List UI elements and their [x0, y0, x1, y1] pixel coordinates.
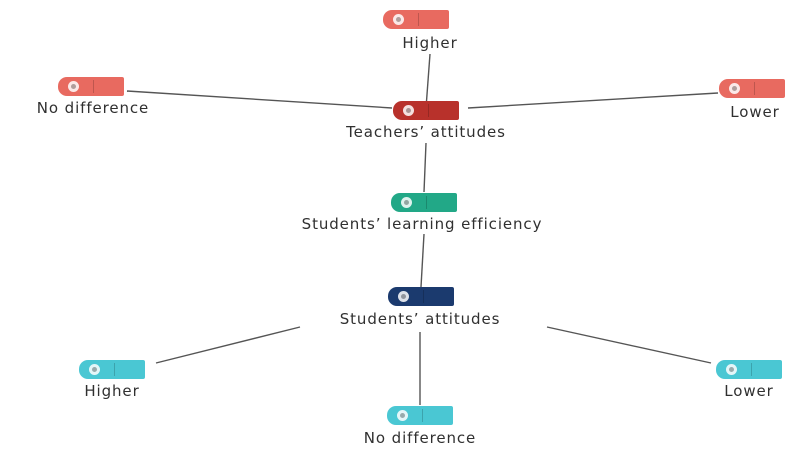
tag-icon: [393, 101, 459, 120]
node-label: No difference: [363, 429, 477, 447]
edge-students-higher: [155, 326, 301, 364]
node-label: Lower: [724, 382, 774, 400]
edge-teachers-lower: [467, 92, 719, 109]
node-label: Higher: [402, 34, 458, 52]
edge-students-lower: [546, 326, 712, 364]
tag-icon: [79, 360, 145, 379]
dot-icon: [726, 364, 737, 375]
tag-icon: [716, 360, 782, 379]
tag-icon: [391, 193, 457, 212]
dot-icon: [403, 105, 414, 116]
edge-teachers-no-difference: [126, 90, 393, 109]
tag-icon: [387, 406, 453, 425]
dot-icon: [89, 364, 100, 375]
tag-icon: [388, 287, 454, 306]
node-label: Students’ attitudes: [339, 310, 501, 328]
tag-icon: [383, 10, 449, 29]
edge-teachers-higher: [425, 53, 431, 109]
dot-icon: [393, 14, 404, 25]
node-label: Students’ learning efficiency: [301, 215, 543, 233]
dot-icon: [397, 410, 408, 421]
dot-icon: [68, 81, 79, 92]
node-label: No difference: [36, 99, 150, 117]
node-label: Lower: [730, 103, 780, 121]
node-label: Teachers’ attitudes: [346, 123, 506, 141]
dot-icon: [729, 83, 740, 94]
edge-efficiency-students: [420, 233, 425, 288]
dot-icon: [398, 291, 409, 302]
tag-icon: [58, 77, 124, 96]
node-label: Higher: [84, 382, 140, 400]
tag-icon: [719, 79, 785, 98]
edge-teachers-efficiency: [423, 142, 427, 193]
dot-icon: [401, 197, 412, 208]
